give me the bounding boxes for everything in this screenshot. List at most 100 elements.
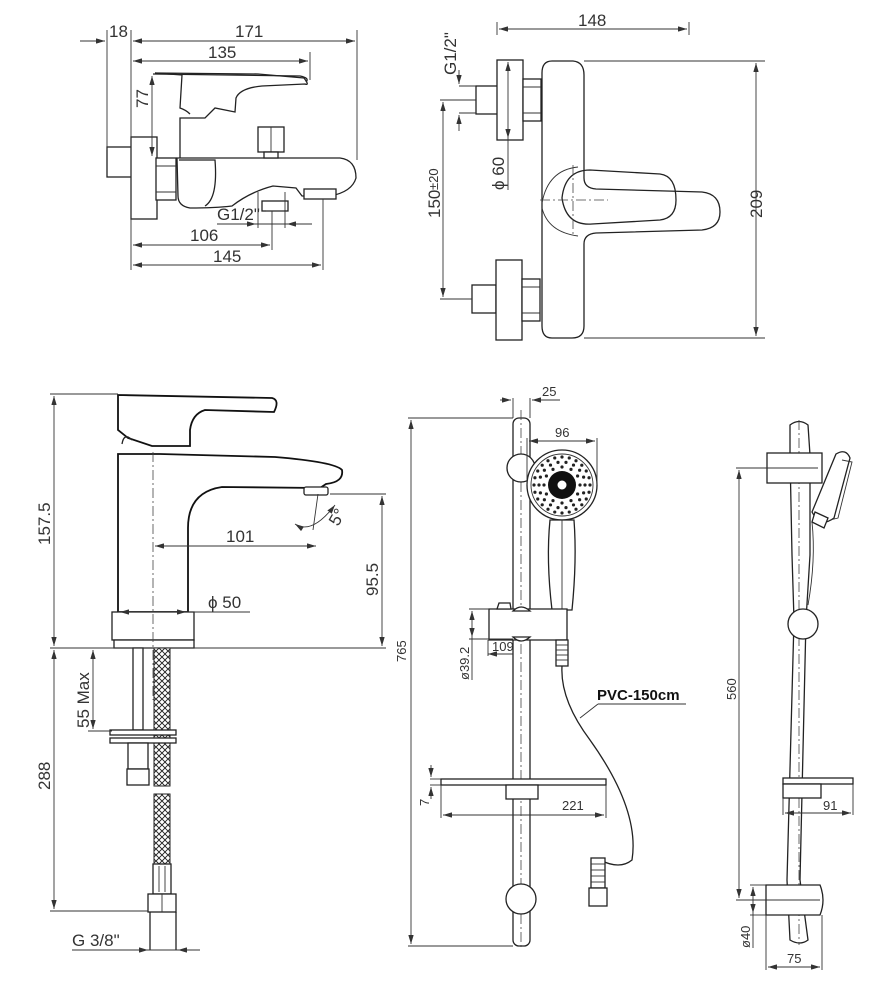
shower-set-front-view: 765 25 96 ø39.2 109 PVC-150cm 7 221 bbox=[394, 384, 686, 950]
basin-mixer-view: 5° 157.5 95.5 101 ϕ 50 55 Max 288 G 3/8" bbox=[35, 393, 386, 953]
nozzle-dot bbox=[537, 483, 541, 487]
bottom-bracket-knob bbox=[505, 883, 537, 915]
inlet-top bbox=[475, 85, 499, 115]
mixer-body-front bbox=[541, 60, 721, 339]
hex-nut bbox=[155, 157, 177, 201]
slider-bracket bbox=[488, 608, 568, 641]
dim-total-height: 157.5 bbox=[35, 502, 54, 545]
nozzle-dot bbox=[587, 490, 591, 494]
nozzle-dot bbox=[556, 506, 560, 510]
flange-top bbox=[496, 59, 524, 141]
nozzle-dot bbox=[584, 497, 588, 501]
dim-spout-reach: 101 bbox=[226, 527, 254, 546]
shower-set-side-view: 560 91 ø40 75 bbox=[724, 420, 854, 970]
dim-hose-thread: G 3/8" bbox=[72, 931, 120, 950]
basin-aerator bbox=[303, 486, 329, 496]
nozzle-dot bbox=[567, 456, 571, 460]
nozzle-dot bbox=[582, 475, 586, 479]
nozzle-dot bbox=[560, 501, 564, 505]
dim-slider-diameter: ø39.2 bbox=[457, 647, 472, 680]
dim-wall-offset: 18 bbox=[109, 22, 128, 41]
mixer-body bbox=[176, 157, 357, 209]
nozzle-dot bbox=[548, 503, 553, 507]
dim-top-width: 148 bbox=[578, 11, 606, 30]
dim-head-diameter: 96 bbox=[555, 425, 569, 440]
nozzle-dot bbox=[580, 503, 584, 507]
lever-front bbox=[561, 169, 677, 225]
hose-end-nut bbox=[588, 887, 608, 907]
mounting-rod bbox=[132, 647, 144, 731]
dim-bracket-depth: 75 bbox=[787, 951, 801, 966]
inlet-bottom bbox=[471, 284, 497, 314]
nozzle-dot bbox=[532, 483, 536, 487]
nozzle-dot bbox=[548, 463, 553, 467]
nozzle-dot bbox=[574, 507, 578, 511]
dim-bracket-diameter: ø40 bbox=[738, 926, 753, 948]
nozzle-dot bbox=[567, 510, 571, 514]
basin-base-ring bbox=[113, 639, 195, 649]
dim-slider-projection: 109 bbox=[492, 639, 514, 654]
bath-mixer-side-view: 18 171 135 77 G1/2" 106 145 bbox=[80, 22, 358, 270]
dim-spout-height: 95.5 bbox=[363, 563, 382, 596]
nozzle-dot bbox=[546, 507, 550, 511]
nozzle-dot bbox=[574, 459, 578, 463]
dim-soap-dish-depth: 91 bbox=[823, 798, 837, 813]
dim-soap-dish-width: 221 bbox=[562, 798, 584, 813]
wall-flange bbox=[130, 136, 158, 220]
nozzle-dot bbox=[553, 456, 557, 460]
lever-handle bbox=[154, 72, 308, 158]
nozzle-dot bbox=[575, 492, 580, 496]
dim-flange-diameter: ϕ 60 bbox=[489, 157, 508, 190]
dim-soap-dish-thickness: 7 bbox=[417, 799, 432, 806]
nozzle-dot bbox=[551, 498, 555, 503]
dim-lever-length: 135 bbox=[208, 43, 236, 62]
nozzle-dot bbox=[578, 483, 582, 487]
bath-mixer-front-view: 148 209 G1/2" 150 ±20 ϕ 60 bbox=[425, 11, 766, 341]
nozzle-dot bbox=[583, 483, 587, 487]
nozzle-dot bbox=[538, 475, 542, 479]
nozzle-dot bbox=[578, 498, 582, 502]
mounting-nut bbox=[127, 742, 149, 770]
shower-hose bbox=[561, 665, 634, 866]
basin-lever bbox=[117, 394, 278, 447]
nozzle-dot bbox=[536, 497, 540, 501]
mounting-plate-1 bbox=[109, 729, 177, 736]
nozzle-dot bbox=[542, 498, 546, 502]
nozzle-dot bbox=[551, 467, 555, 472]
dim-outlet-distance: 106 bbox=[190, 226, 218, 245]
dim-inlet-spacing: 150 bbox=[425, 190, 444, 218]
dim-base-diameter: ϕ 50 bbox=[208, 593, 241, 612]
soap-dish bbox=[440, 778, 607, 786]
dim-outlet-thread: G1/2" bbox=[217, 205, 260, 224]
nozzle-dot bbox=[536, 469, 540, 473]
hose-end-spring bbox=[590, 857, 606, 889]
dim-total-depth: 171 bbox=[235, 22, 263, 41]
mounting-plate-2 bbox=[109, 737, 177, 744]
nozzle-dot bbox=[575, 474, 580, 478]
flex-hose-upper bbox=[153, 647, 171, 787]
nozzle-dot bbox=[564, 460, 568, 464]
dim-hose-length: 288 bbox=[35, 762, 54, 790]
nozzle-dot bbox=[542, 483, 546, 487]
dim-body-height: 209 bbox=[747, 190, 766, 218]
nozzle-dot bbox=[582, 491, 586, 495]
hose-ferrule bbox=[152, 863, 172, 895]
flange-bottom bbox=[495, 259, 523, 341]
nut-bottom bbox=[521, 278, 541, 322]
dim-rail-diameter: 25 bbox=[542, 384, 556, 399]
nozzle-dot bbox=[560, 455, 564, 459]
soap-dish-clamp bbox=[505, 784, 539, 800]
nozzle-dot bbox=[560, 511, 564, 515]
dim-spout-distance: 145 bbox=[213, 247, 241, 266]
side-rail bbox=[786, 420, 811, 944]
side-soap-dish bbox=[782, 777, 854, 785]
nozzle-dot bbox=[542, 468, 546, 472]
nozzle-dot bbox=[571, 503, 576, 507]
nozzle-dot bbox=[584, 469, 588, 473]
basin-body bbox=[117, 453, 344, 613]
nozzle-dot bbox=[540, 463, 544, 467]
outlet-nipple bbox=[261, 200, 289, 212]
nozzle-dot bbox=[560, 465, 564, 469]
spout-aerator bbox=[303, 188, 337, 200]
